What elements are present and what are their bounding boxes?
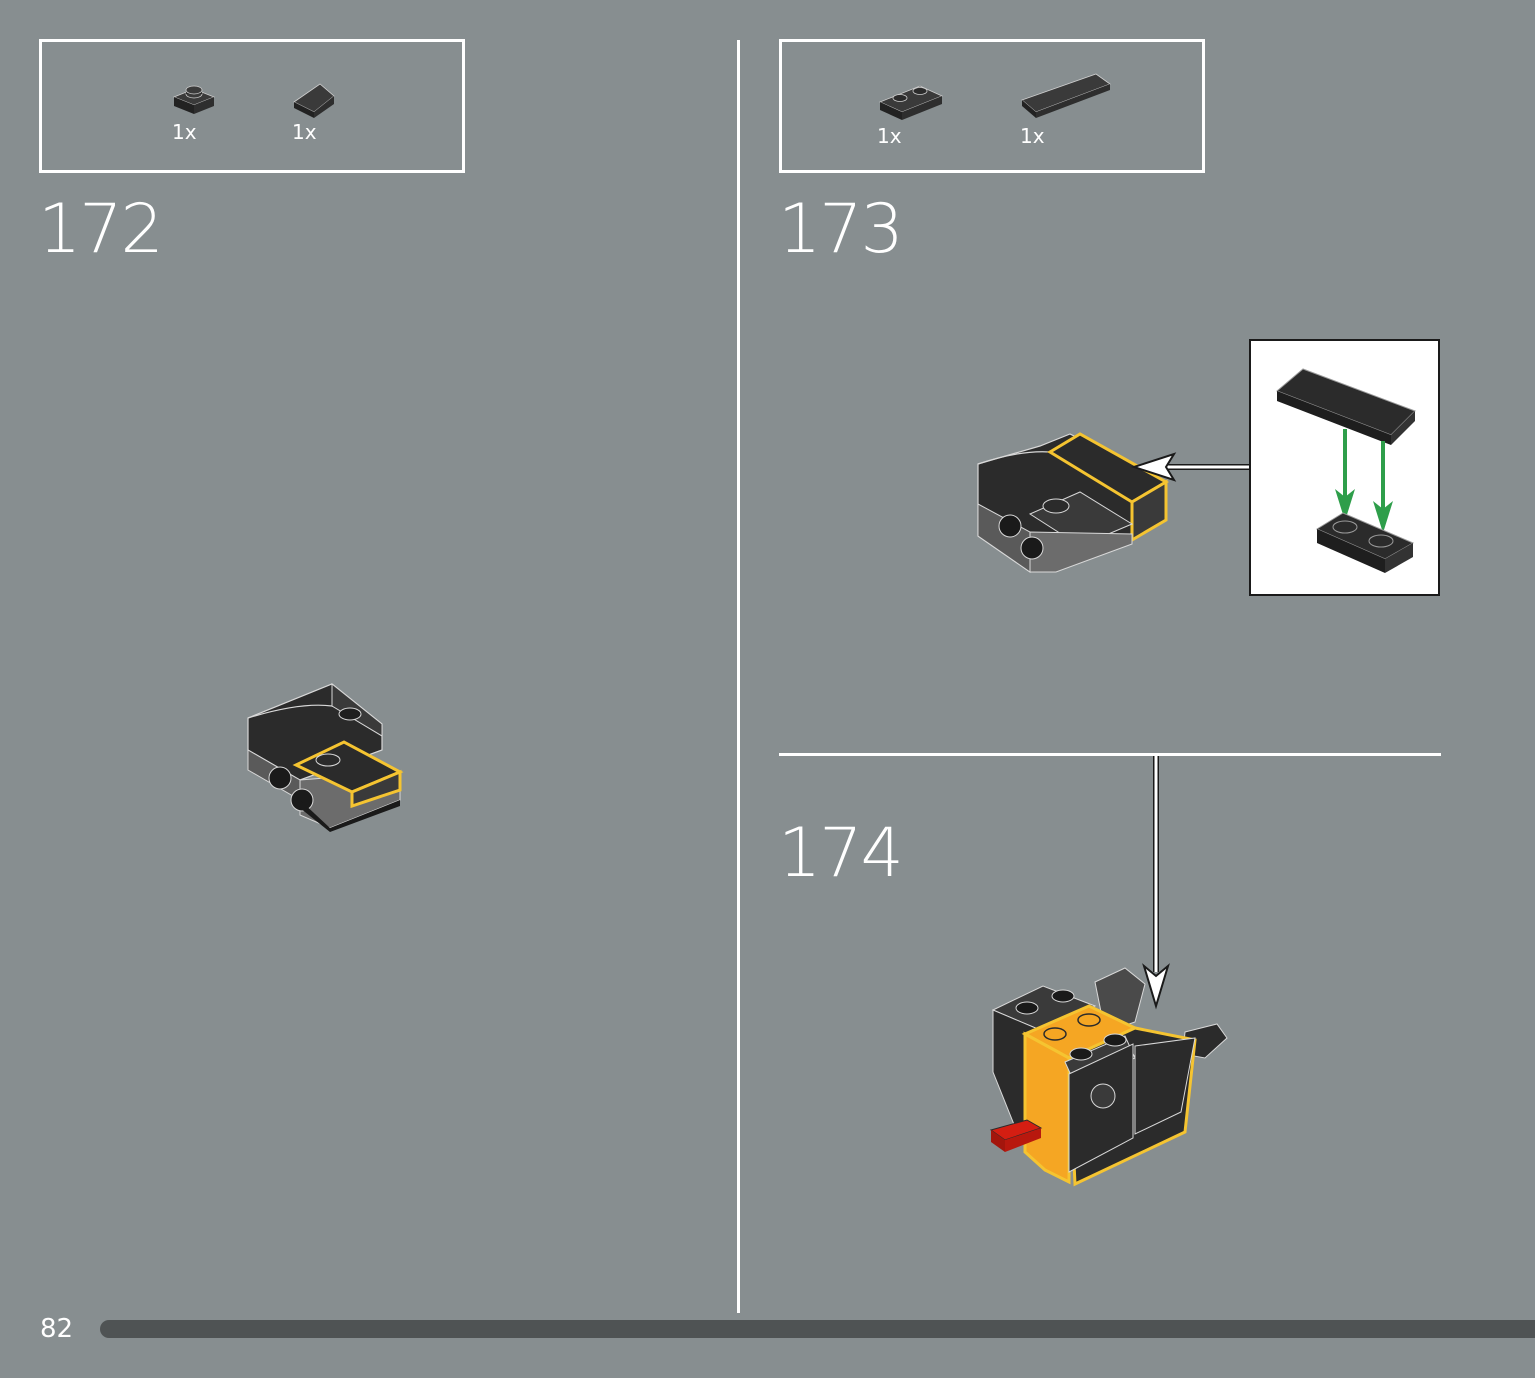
model-assembly-step-173 <box>977 432 1170 573</box>
part-qty: 1x <box>877 124 902 148</box>
parts-box-step-172: 1x 1x <box>39 39 465 173</box>
step-number-172: 172 <box>38 190 164 269</box>
plate-1x1-icon <box>172 85 216 114</box>
plate-1x2-icon <box>878 85 944 120</box>
parts-box-step-173: 1x 1x <box>779 39 1205 173</box>
callout-arrow-icon <box>1130 452 1252 482</box>
tile-1x4-icon <box>1021 73 1111 118</box>
progress-bar <box>100 1320 1535 1338</box>
model-assembly-step-172 <box>247 682 404 832</box>
down-arrow-icon <box>1335 429 1355 521</box>
step-number-173: 173 <box>778 190 904 269</box>
page-number: 82 <box>40 1314 74 1344</box>
tile-1x4-icon <box>1276 368 1416 445</box>
step-divider <box>779 753 1441 756</box>
down-arrow-icon <box>1373 441 1393 533</box>
step-number-174: 174 <box>778 814 904 893</box>
slope-1x1-icon <box>293 83 335 118</box>
sub-assembly-callout <box>1249 339 1440 596</box>
part-qty: 1x <box>1020 124 1045 148</box>
plate-1x2-icon <box>1315 512 1415 573</box>
attach-arrow-icon <box>1142 756 1170 1010</box>
column-divider <box>737 40 740 1313</box>
model-assembly-step-174 <box>989 967 1228 1187</box>
part-qty: 1x <box>172 120 197 144</box>
part-qty: 1x <box>292 120 317 144</box>
